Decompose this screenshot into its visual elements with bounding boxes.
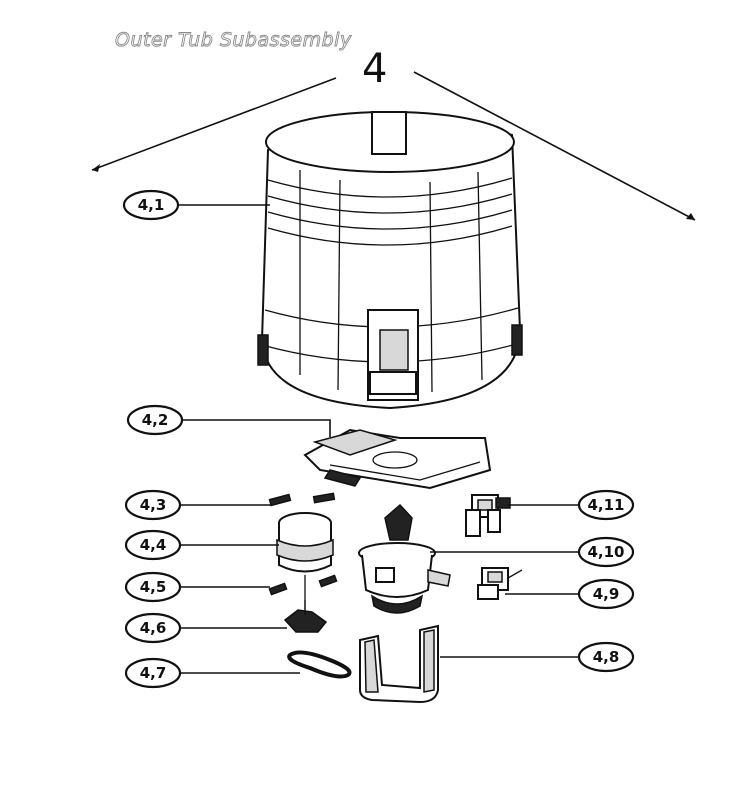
svg-text:4,8: 4,8 xyxy=(593,648,620,666)
callout-4-4: 4,4 xyxy=(124,529,182,561)
arrow-right-icon xyxy=(686,213,695,220)
part-clutch-drive xyxy=(358,503,451,614)
callout-4-3: 4,3 xyxy=(124,489,182,521)
leader-4-2 xyxy=(182,419,331,437)
part-outer-tub xyxy=(257,111,523,410)
svg-text:4,9: 4,9 xyxy=(593,585,620,603)
callout-4-1: 4,1 xyxy=(122,189,180,221)
svg-text:4,11: 4,11 xyxy=(587,496,624,514)
svg-text:4,4: 4,4 xyxy=(140,536,167,554)
part-screws-lower xyxy=(268,574,338,596)
svg-text:4,10: 4,10 xyxy=(587,543,624,561)
part-drain-duct xyxy=(359,624,439,704)
svg-text:4,7: 4,7 xyxy=(140,664,167,682)
assembly-bracket-left xyxy=(91,77,337,171)
part-drain-valve xyxy=(477,567,523,600)
callout-4-11: 4,11 xyxy=(577,489,635,521)
part-pulley xyxy=(283,600,328,633)
assembly-bracket-right xyxy=(413,71,696,221)
svg-text:4,1: 4,1 xyxy=(138,196,165,214)
callout-4-10: 4,10 xyxy=(577,536,635,568)
svg-text:4,2: 4,2 xyxy=(142,411,169,429)
svg-text:4,3: 4,3 xyxy=(140,496,167,514)
callout-4-8: 4,8 xyxy=(577,641,635,673)
part-belt xyxy=(287,650,352,679)
assembly-number: 4 xyxy=(362,46,387,92)
callout-4-5: 4,5 xyxy=(124,571,182,603)
part-motor xyxy=(276,512,334,610)
callout-4-7: 4,7 xyxy=(124,657,182,689)
callout-4-6: 4,6 xyxy=(124,612,182,644)
svg-text:4,5: 4,5 xyxy=(140,578,167,596)
callout-4-2: 4,2 xyxy=(126,404,184,436)
part-base-bracket xyxy=(303,428,492,490)
svg-text:4,6: 4,6 xyxy=(140,619,167,637)
arrow-left-icon xyxy=(92,164,100,172)
callout-4-9: 4,9 xyxy=(577,578,635,610)
part-screws-upper xyxy=(268,492,336,507)
diagram-title: Outer Tub Subassembly xyxy=(115,29,352,51)
part-valve-upper xyxy=(465,494,511,537)
